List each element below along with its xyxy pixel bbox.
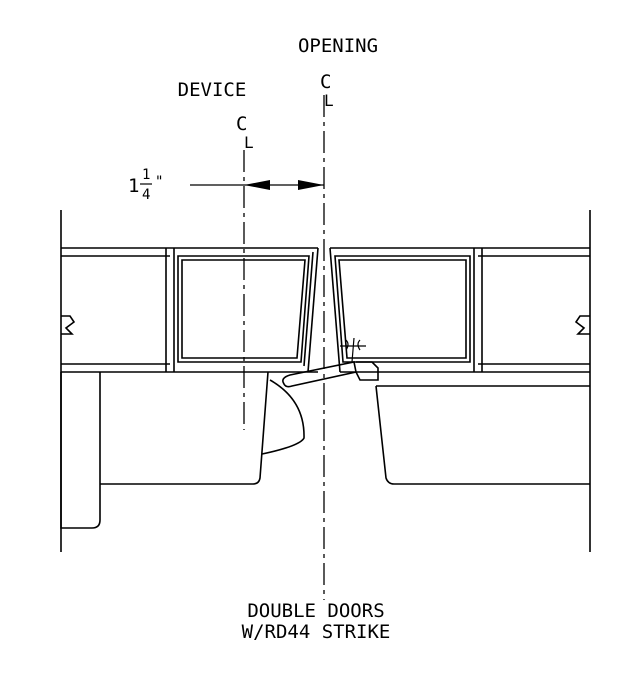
svg-text:1: 1	[128, 175, 139, 197]
right-exit-device	[375, 385, 590, 485]
dimension-one-and-quarter: 1 1 4 "	[128, 167, 163, 203]
svg-text:C: C	[236, 113, 247, 135]
device-centerline-symbol: C L	[236, 113, 254, 152]
svg-text:L: L	[324, 91, 334, 110]
caption-line-1: DOUBLE DOORS	[247, 600, 384, 622]
svg-text:": "	[155, 174, 163, 190]
svg-text:C: C	[320, 71, 331, 93]
dimension-arrow-right	[298, 180, 324, 190]
left-break-symbol	[61, 315, 76, 335]
opening-centerline-symbol: C L	[320, 71, 334, 110]
svg-text:L: L	[244, 133, 254, 152]
caption-line-2: W/RD44 STRIKE	[242, 621, 391, 643]
left-exit-device	[60, 371, 305, 529]
left-door-panel	[61, 247, 319, 373]
rd44-strike	[282, 337, 379, 388]
device-label: DEVICE	[178, 79, 247, 101]
opening-label: OPENING	[298, 35, 378, 57]
right-door-panel	[329, 247, 590, 373]
svg-text:4: 4	[142, 187, 150, 203]
svg-text:1: 1	[142, 167, 150, 183]
dimension-arrow-left	[244, 180, 270, 190]
right-break-symbol	[574, 315, 590, 335]
